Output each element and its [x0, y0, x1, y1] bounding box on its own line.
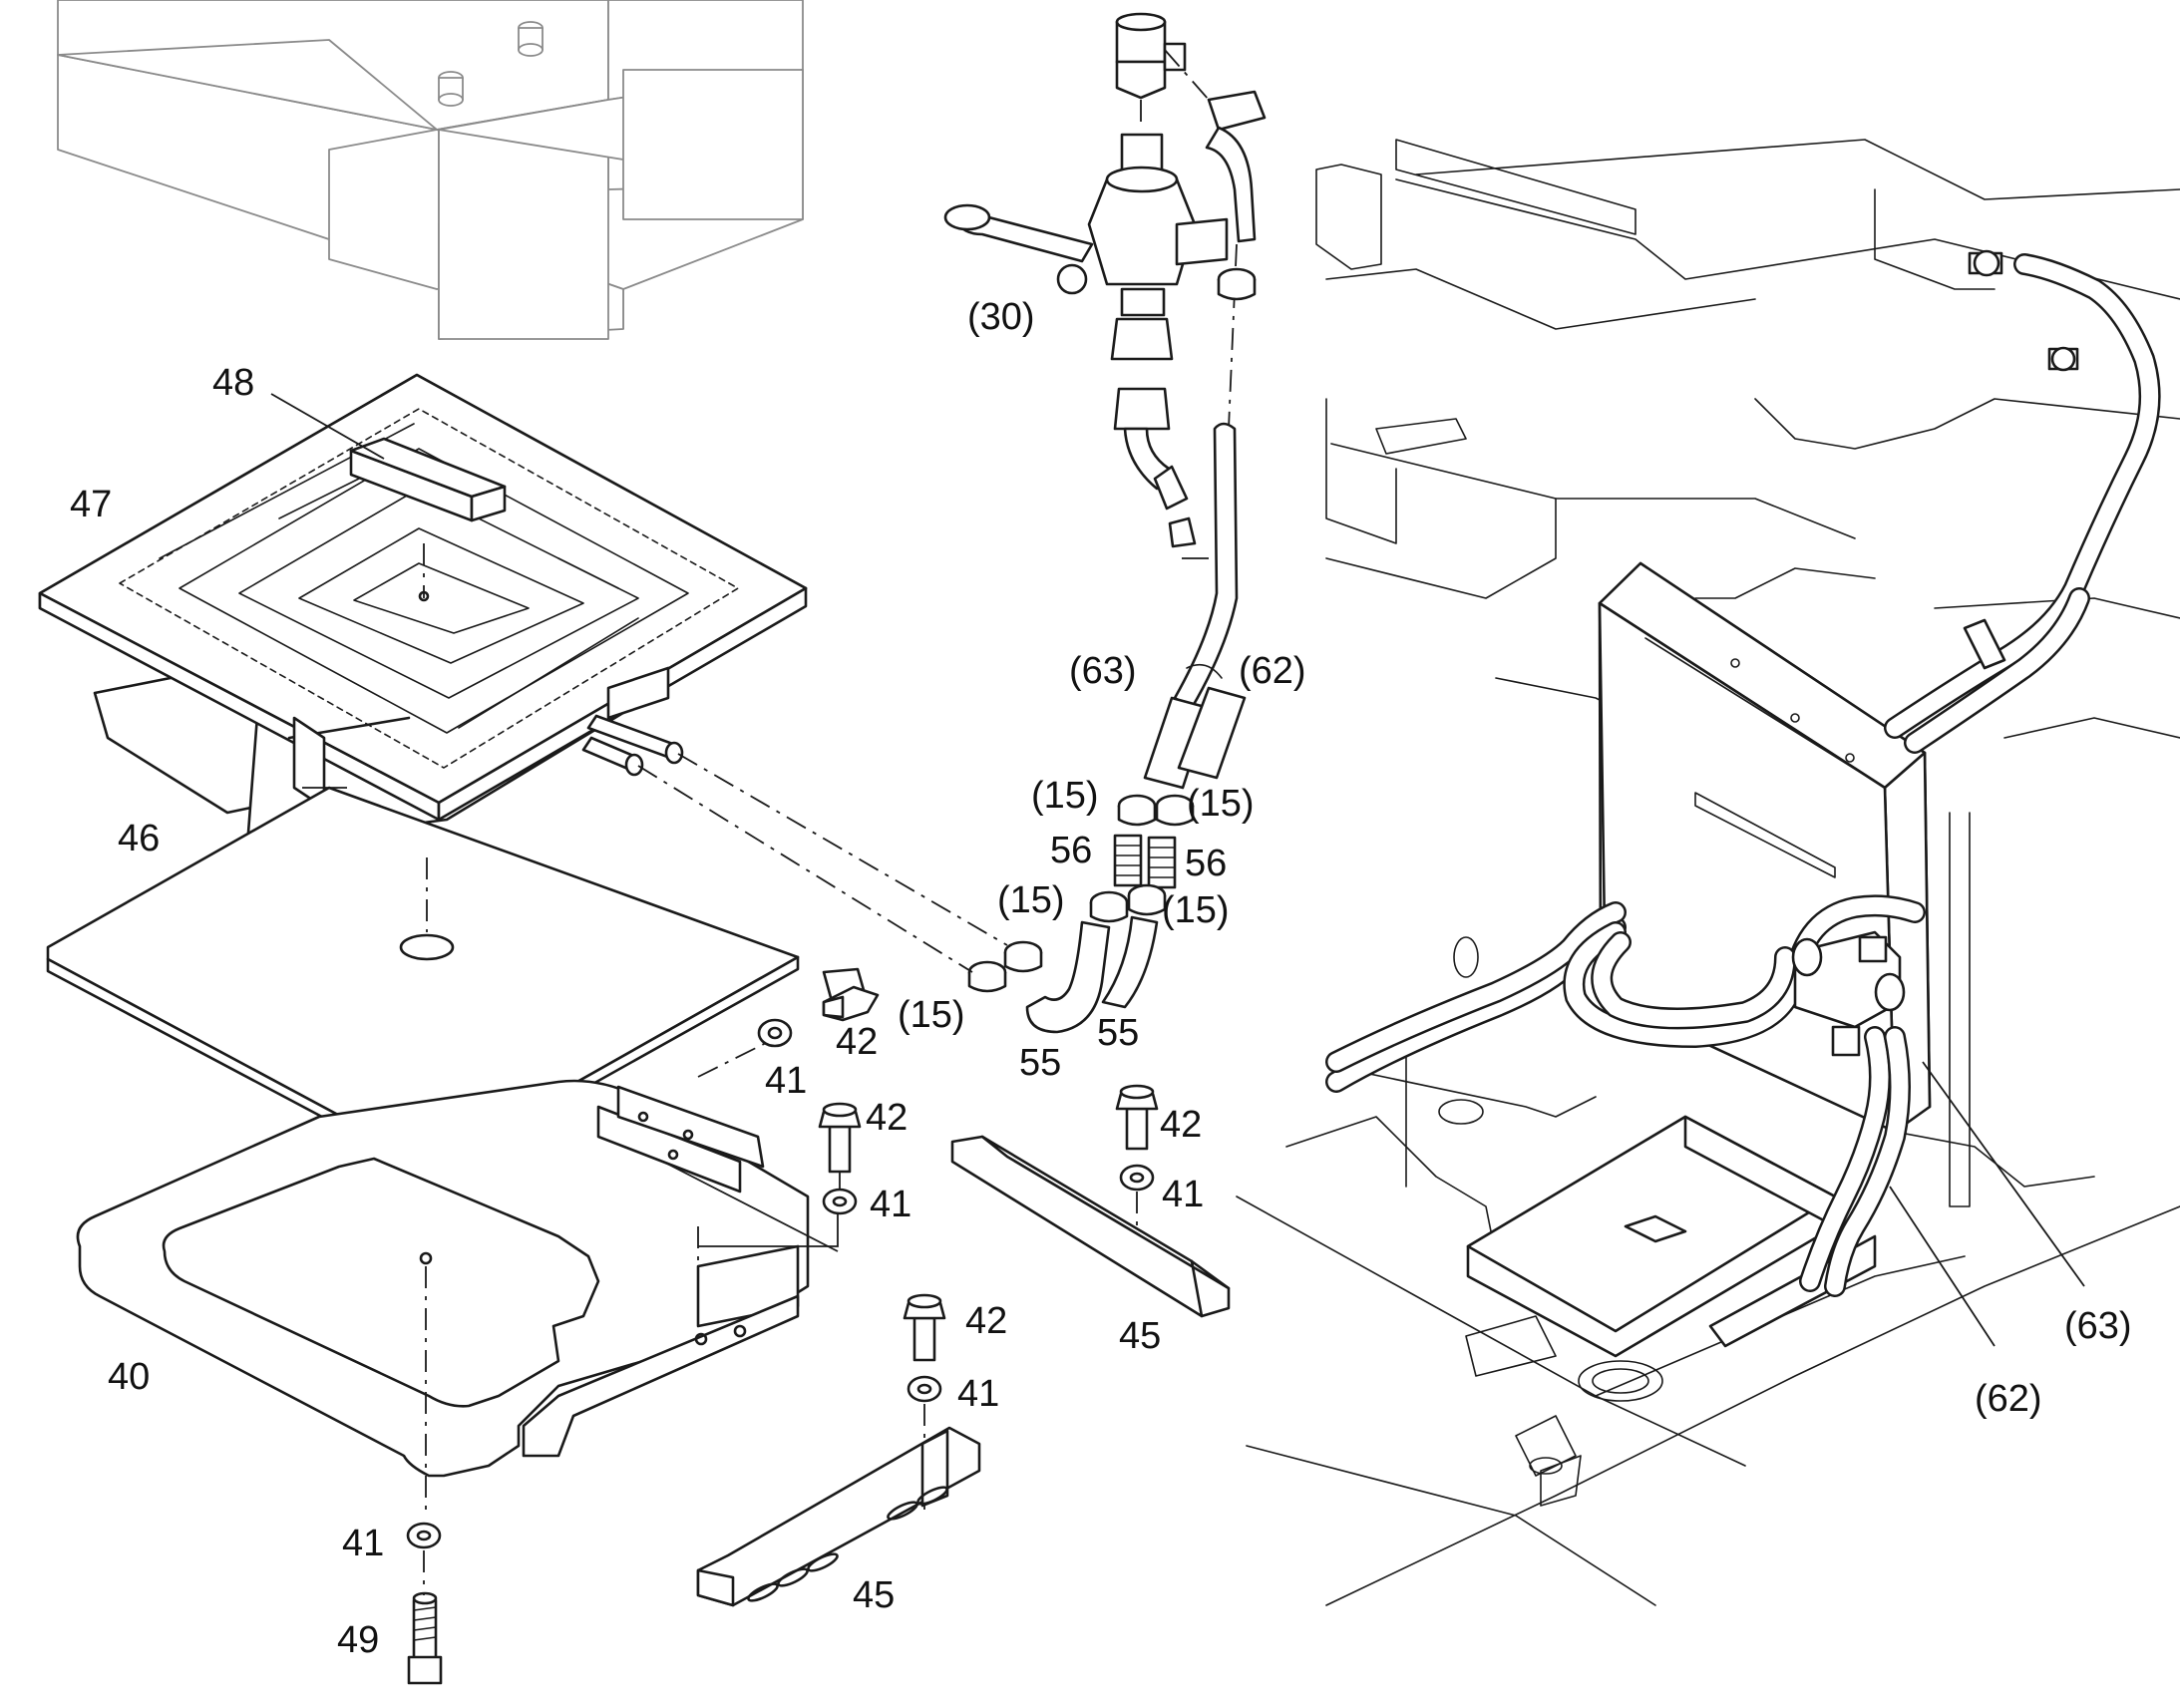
label-15-b: (15): [1187, 783, 1255, 825]
washer-41-e: [406, 1522, 442, 1549]
washer-41-c: [1119, 1164, 1155, 1192]
label-41-d: 41: [957, 1373, 999, 1415]
label-63-a: (63): [1069, 650, 1137, 692]
hose-assembly: [637, 422, 1247, 1034]
label-49: 49: [337, 1619, 379, 1661]
label-55-a: 55: [1097, 1012, 1139, 1054]
ball-valve: [943, 12, 1267, 548]
hose-clamp-upper: [1217, 267, 1257, 301]
washer-41-d: [907, 1375, 942, 1403]
bolt-42-c: [1115, 1084, 1159, 1151]
label-15-e: (15): [898, 994, 965, 1036]
bracket-45-upper: [950, 1135, 1231, 1318]
label-40: 40: [108, 1356, 150, 1398]
label-30: (30): [967, 296, 1035, 338]
heater-plate: [38, 373, 808, 848]
label-41-c: 41: [1162, 1174, 1204, 1215]
bracket-45-lower: [696, 1426, 981, 1607]
label-46: 46: [118, 818, 160, 859]
label-41-e: 41: [342, 1523, 384, 1564]
label-62-b: (62): [1975, 1378, 2042, 1420]
label-63-b: (63): [2064, 1305, 2132, 1347]
label-62-a: (62): [1239, 650, 1306, 692]
battery-group: [57, 0, 804, 340]
label-42-a: 42: [836, 1021, 878, 1063]
label-41-b: 41: [870, 1184, 911, 1225]
label-42-d: 42: [965, 1300, 1007, 1342]
label-45-b: 45: [853, 1574, 895, 1616]
label-55-b: 55: [1019, 1042, 1061, 1084]
base-tray: [76, 1079, 841, 1516]
bolt-42-a: [822, 967, 880, 1022]
label-15-c: (15): [997, 879, 1065, 921]
label-41-a: 41: [765, 1060, 807, 1102]
bolt-42-b: [818, 1102, 862, 1174]
label-45-a: 45: [1119, 1315, 1161, 1357]
label-47: 47: [70, 484, 112, 525]
washer-41-b: [822, 1188, 858, 1215]
label-15-d: (15): [1162, 889, 1230, 931]
label-56-b: 56: [1185, 843, 1227, 884]
label-56-a: 56: [1050, 830, 1092, 871]
label-42-b: 42: [866, 1097, 908, 1139]
label-48: 48: [212, 362, 254, 404]
bolt-42-d: [903, 1293, 946, 1362]
part-labels: (30) 48 47 46 40 41 42 42 41 42 41 45 42…: [70, 296, 2132, 1661]
frame-assembly: [1236, 139, 2180, 1606]
bolt-49: [407, 1591, 443, 1685]
label-15-a: (15): [1031, 775, 1099, 817]
label-42-c: 42: [1160, 1104, 1202, 1146]
washer-41-a: [757, 1018, 793, 1048]
